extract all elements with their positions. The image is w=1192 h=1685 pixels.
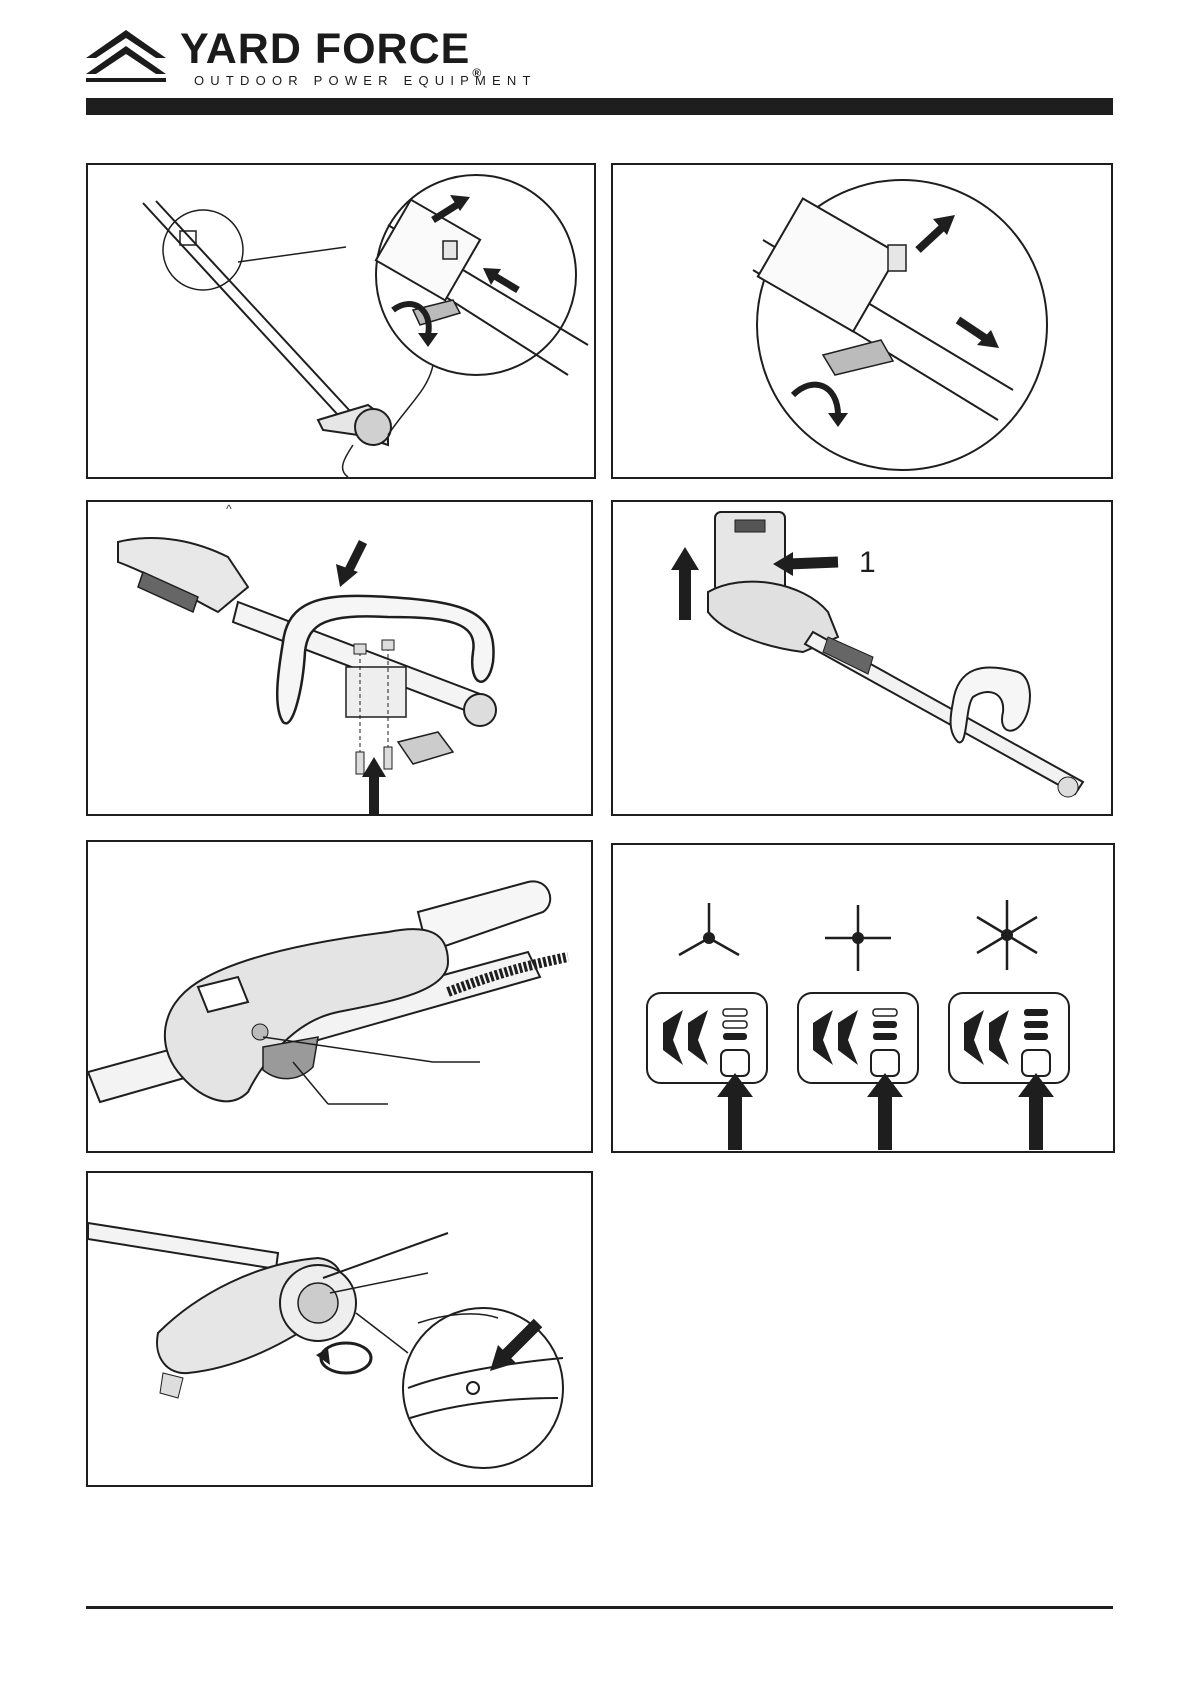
figure-coupling-detail <box>611 163 1113 479</box>
header-bar <box>86 98 1113 115</box>
rotate-arrow-icon <box>316 1343 371 1373</box>
brand-tagline: OUTDOOR POWER EQUIPMENT <box>194 73 537 88</box>
brand-name: YARD FORCE® <box>180 26 482 72</box>
figure-handle-assembly: ^ <box>86 500 593 816</box>
figure-handle-trigger <box>86 840 593 1153</box>
logo-chevron-icon <box>84 28 168 88</box>
arrow-icon <box>433 195 470 220</box>
brand-name-text: YARD FORCE <box>180 25 470 73</box>
figure-battery-removal: 1 <box>611 500 1113 816</box>
arrow-icon <box>336 542 363 587</box>
speed-selector-icon <box>825 905 891 971</box>
arrow-icon <box>918 215 955 250</box>
brand-logo: YARD FORCE® OUTDOOR POWER EQUIPMENT <box>84 26 564 88</box>
speed-selector-icon <box>977 900 1037 970</box>
figure-shaft-coupling <box>86 163 596 479</box>
figure-trimmer-head <box>86 1171 593 1487</box>
arrow-icon <box>483 268 518 290</box>
arrow-icon <box>958 320 999 348</box>
speed-selector-icon <box>679 903 739 955</box>
footer-rule <box>86 1606 1113 1609</box>
figure-speed-modes <box>611 843 1115 1153</box>
rotate-arrow-icon <box>793 385 848 427</box>
arrow-icon <box>671 547 699 620</box>
arrow-icon <box>362 757 386 814</box>
